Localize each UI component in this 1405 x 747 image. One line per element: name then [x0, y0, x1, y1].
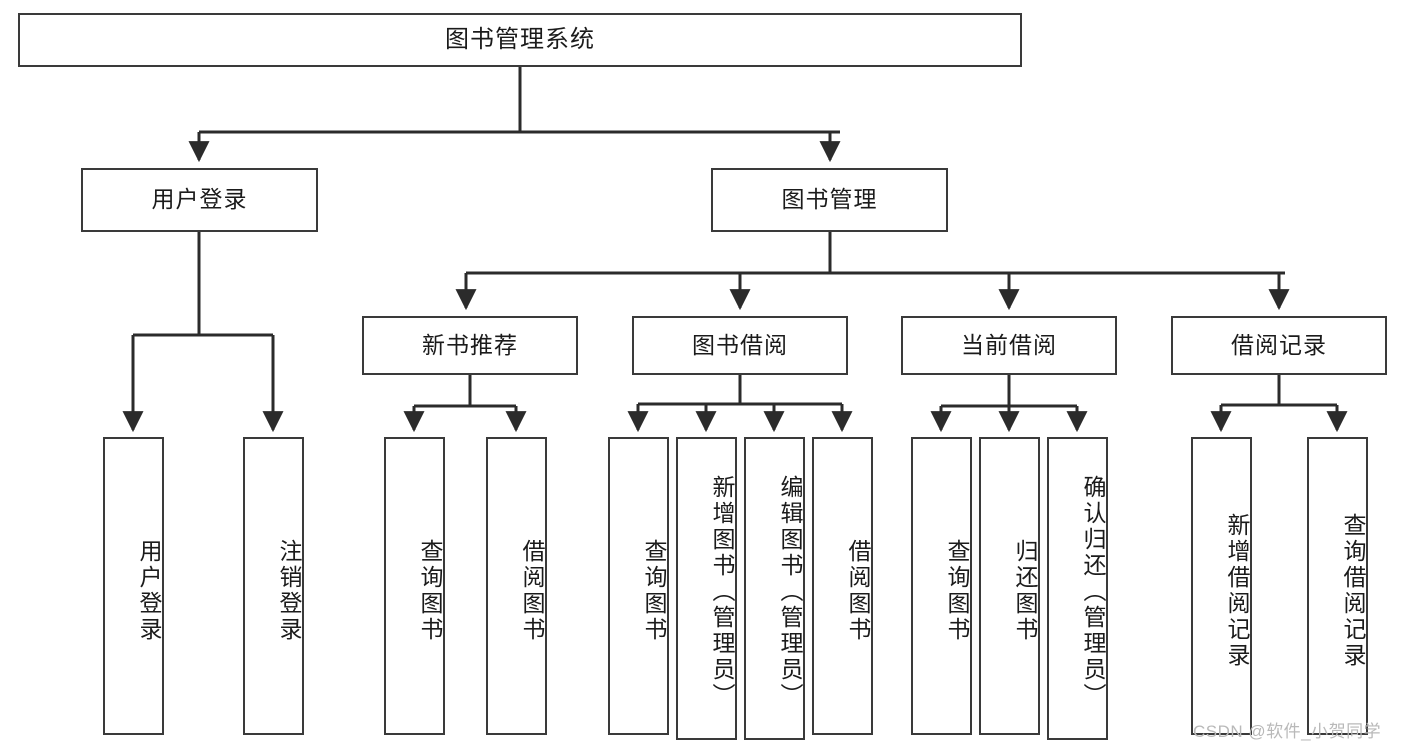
node-book-manage[interactable]: 图书管理	[711, 168, 948, 232]
node-label: 查询图书	[944, 539, 970, 643]
node-label: 归还图书	[1012, 539, 1038, 643]
node-root-system[interactable]: 图书管理系统	[18, 13, 1022, 67]
node-label: 查询图书	[417, 539, 443, 643]
node-current-borrow[interactable]: 当前借阅	[901, 316, 1117, 375]
node-label: 新增借阅记录	[1224, 513, 1250, 669]
node-label: 编辑图书（管理员）	[777, 474, 803, 709]
node-book-borrow[interactable]: 图书借阅	[632, 316, 848, 375]
node-label: 新书推荐	[422, 331, 518, 358]
node-label: 注销登录	[276, 539, 302, 643]
node-leaf-query-record[interactable]: 查询借阅记录	[1307, 437, 1368, 735]
node-user-login[interactable]: 用户登录	[81, 168, 318, 232]
node-label: 用户登录	[151, 186, 248, 213]
node-leaf-query-book-3[interactable]: 查询图书	[911, 437, 972, 735]
watermark-text: CSDN @软件_小贺同学	[1193, 722, 1382, 741]
node-label: 图书借阅	[692, 331, 788, 358]
node-label: 查询借阅记录	[1340, 513, 1366, 669]
node-new-book-recommend[interactable]: 新书推荐	[362, 316, 578, 375]
node-label: 图书管理系统	[445, 25, 595, 53]
node-leaf-logout-login[interactable]: 注销登录	[243, 437, 304, 735]
node-leaf-add-book[interactable]: 新增图书（管理员）	[676, 437, 737, 740]
node-leaf-query-book-1[interactable]: 查询图书	[384, 437, 445, 735]
node-leaf-user-login[interactable]: 用户登录	[103, 437, 164, 735]
node-leaf-add-record[interactable]: 新增借阅记录	[1191, 437, 1252, 735]
node-label: 用户登录	[136, 539, 162, 643]
node-leaf-borrow-book-1[interactable]: 借阅图书	[486, 437, 547, 735]
node-leaf-edit-book[interactable]: 编辑图书（管理员）	[744, 437, 805, 740]
node-label: 借阅图书	[519, 539, 545, 643]
node-leaf-borrow-book-2[interactable]: 借阅图书	[812, 437, 873, 735]
node-leaf-confirm-return[interactable]: 确认归还（管理员）	[1047, 437, 1108, 740]
node-label: 确认归还（管理员）	[1080, 474, 1106, 709]
node-label: 查询图书	[641, 539, 667, 643]
node-leaf-return-book[interactable]: 归还图书	[979, 437, 1040, 735]
node-label: 借阅记录	[1231, 331, 1327, 358]
node-label: 图书管理	[781, 186, 878, 213]
node-label: 借阅图书	[845, 539, 871, 643]
node-leaf-query-book-2[interactable]: 查询图书	[608, 437, 669, 735]
node-borrow-record[interactable]: 借阅记录	[1171, 316, 1387, 375]
node-label: 新增图书（管理员）	[709, 474, 735, 709]
node-label: 当前借阅	[961, 331, 1057, 358]
